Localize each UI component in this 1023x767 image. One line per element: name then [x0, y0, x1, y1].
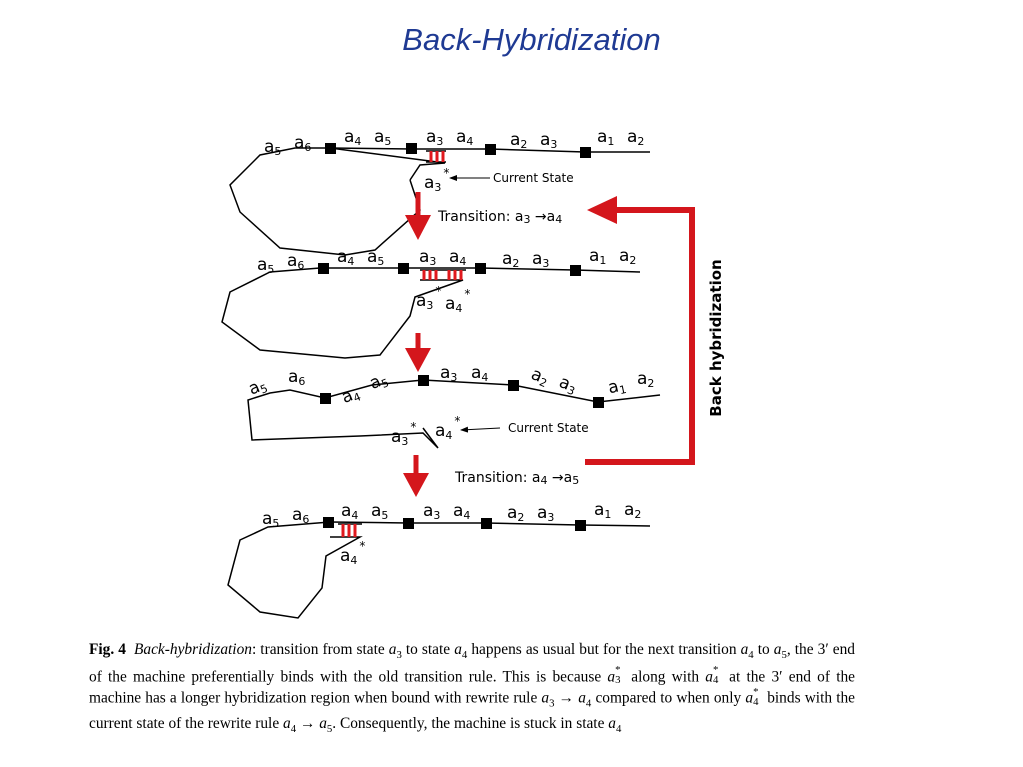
strand-label: a6 — [287, 251, 304, 272]
strand-backbone — [247, 379, 439, 449]
strand-backbone — [229, 147, 446, 256]
strand-label: a5 — [262, 509, 279, 530]
strand-label: a6 — [292, 505, 309, 526]
strand-label: a2 — [637, 369, 654, 390]
back-hybridization-label: Back hybridization — [707, 259, 725, 416]
strand-label: a2 — [502, 249, 519, 270]
strand-label: a2 — [510, 130, 527, 151]
current-state-pointer — [460, 426, 501, 433]
junction-marker — [418, 375, 429, 386]
strand-label: a2 — [507, 503, 524, 524]
junction-marker — [318, 263, 329, 274]
panel-3: a5 a6 a4 a5 a3 a4 a2 a3 a1 a2 a3* a4* Cu… — [246, 363, 661, 449]
caption-lead: Back-hybridization — [133, 641, 252, 658]
strand-label: a3 — [423, 501, 440, 522]
strand-label: a3 — [440, 363, 457, 384]
down-arrow-1 — [405, 192, 431, 240]
strand-label: a1 — [594, 500, 611, 521]
back-hybridization-arrow — [585, 196, 695, 465]
strand-label: a4 — [341, 501, 358, 522]
junction-marker — [398, 263, 409, 274]
strand-label: a5 — [367, 247, 384, 268]
strand-label: a2 — [619, 246, 636, 267]
strand-backbone — [221, 267, 464, 359]
bound-label-a4-star: a4* — [445, 287, 470, 315]
strand-label: a2 — [627, 127, 644, 148]
current-state-label: Current State — [508, 421, 589, 435]
strand-label: a2 — [624, 500, 641, 521]
strand-label: a4 — [453, 501, 470, 522]
strand-label: a4 — [344, 127, 361, 148]
strand-label: a3 — [532, 249, 549, 270]
strand-label: a4 — [471, 363, 488, 384]
strand-label: a1 — [606, 375, 627, 399]
junction-marker — [580, 147, 591, 158]
junction-marker — [325, 143, 336, 154]
strand-label: a6 — [294, 133, 311, 154]
bound-label-a3-star: a3* — [391, 420, 416, 448]
panel-4: a5 a6 a4 a5 a3 a4 a2 a3 a1 a2 a4* — [227, 500, 651, 619]
junction-marker — [570, 265, 581, 276]
tape-backbone — [422, 379, 661, 403]
strand-label: a5 — [367, 369, 391, 395]
panel-1: a5 a6 a4 a5 a3 a4 a2 a3 a1 a2 a3* Curren… — [229, 127, 650, 256]
bound-label-a3-star: a3* — [416, 284, 441, 312]
strand-label: a6 — [288, 367, 305, 388]
junction-marker — [403, 518, 414, 529]
strand-label: a3 — [537, 503, 554, 524]
strand-label: a2 — [528, 364, 552, 390]
strand-label: a4 — [456, 127, 473, 148]
strand-label: a5 — [257, 255, 274, 276]
bound-label-a4-star: a4* — [340, 539, 365, 567]
down-arrow-3 — [403, 455, 429, 497]
junction-marker — [475, 263, 486, 274]
strand-label: a4 — [339, 383, 363, 409]
strand-label: a5 — [246, 374, 270, 400]
strand-label: a3 — [556, 372, 580, 398]
bound-label-a3-star: a3* — [424, 166, 449, 194]
current-state-label: Current State — [493, 171, 574, 185]
junction-marker — [481, 518, 492, 529]
down-arrow-2 — [405, 333, 431, 372]
strand-label: a4 — [337, 247, 354, 268]
strand-label: a5 — [374, 127, 391, 148]
strand-label: a5 — [264, 137, 281, 158]
junction-marker — [406, 143, 417, 154]
junction-marker — [593, 397, 604, 408]
junction-marker — [485, 144, 496, 155]
strand-label: a1 — [589, 246, 606, 267]
strand-label: a4 — [449, 247, 466, 268]
junction-marker — [508, 380, 519, 391]
strand-label: a3 — [426, 127, 443, 148]
strand-label: a3 — [419, 247, 436, 268]
strand-backbone — [227, 521, 363, 619]
page-title: Back-Hybridization — [402, 22, 661, 57]
junction-marker — [575, 520, 586, 531]
panel-2: a5 a6 a4 a5 a3 a4 a2 a3 a1 a2 a3* a4* — [221, 246, 641, 359]
strand-label: a1 — [597, 127, 614, 148]
junction-marker — [323, 517, 334, 528]
transition-label-1: Transition: a3 →a4 — [437, 209, 562, 226]
transition-label-2: Transition: a4 →a5 — [454, 470, 579, 487]
junction-marker — [320, 393, 331, 404]
bound-label-a4-star: a4* — [435, 414, 460, 442]
strand-label: a5 — [371, 501, 388, 522]
figure-number: Fig. 4 — [89, 641, 126, 658]
strand-label: a3 — [540, 130, 557, 151]
